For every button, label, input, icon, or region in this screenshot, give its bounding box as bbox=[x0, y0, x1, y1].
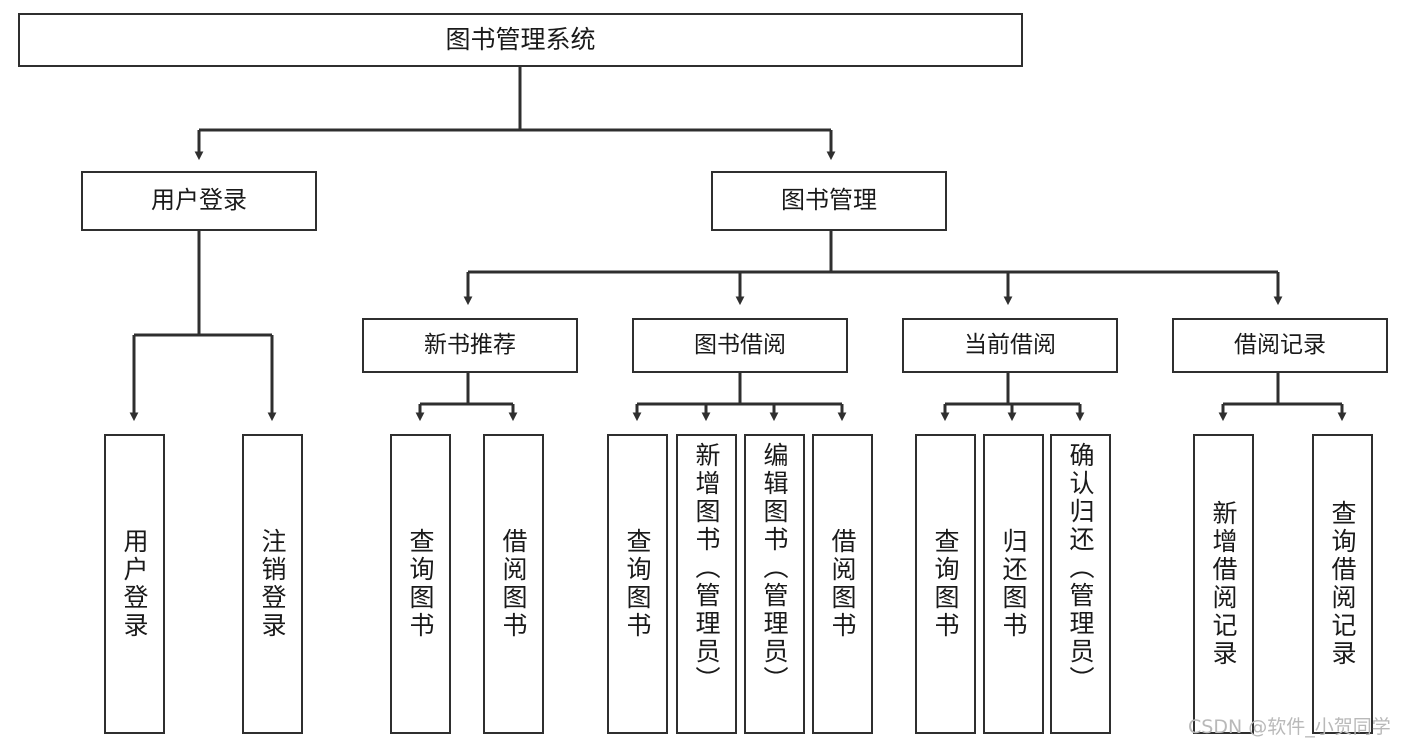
node-label: 新增图书（管理员） bbox=[692, 442, 721, 694]
leaf-query-book-recommend[interactable]: 查询图书 bbox=[390, 434, 451, 734]
node-label: 查询图书 bbox=[931, 528, 960, 640]
node-current-borrow[interactable]: 当前借阅 bbox=[902, 318, 1118, 373]
leaf-borrow-book-recommend[interactable]: 借阅图书 bbox=[483, 434, 544, 734]
node-label: 查询图书 bbox=[623, 528, 652, 640]
leaf-add-borrow-record[interactable]: 新增借阅记录 bbox=[1193, 434, 1254, 734]
node-borrow-record[interactable]: 借阅记录 bbox=[1172, 318, 1388, 373]
node-label: 用户登录 bbox=[120, 528, 149, 640]
node-label: 借阅记录 bbox=[1234, 332, 1326, 359]
node-label: 确认归还（管理员） bbox=[1066, 442, 1095, 694]
leaf-query-book-current[interactable]: 查询图书 bbox=[915, 434, 976, 734]
node-label: 新增借阅记录 bbox=[1209, 500, 1238, 668]
leaf-query-book-borrow[interactable]: 查询图书 bbox=[607, 434, 668, 734]
node-label: 查询借阅记录 bbox=[1328, 500, 1357, 668]
leaf-add-book-admin[interactable]: 新增图书（管理员） bbox=[676, 434, 737, 734]
node-label: 图书管理 bbox=[781, 186, 877, 215]
node-label: 编辑图书（管理员） bbox=[760, 442, 789, 694]
node-label: 图书管理系统 bbox=[445, 24, 596, 54]
node-label: 新书推荐 bbox=[424, 332, 516, 359]
leaf-borrow-book[interactable]: 借阅图书 bbox=[812, 434, 873, 734]
node-label: 查询图书 bbox=[406, 528, 435, 640]
node-user-login[interactable]: 用户登录 bbox=[81, 171, 317, 231]
leaf-query-borrow-record[interactable]: 查询借阅记录 bbox=[1312, 434, 1373, 734]
node-label: 图书借阅 bbox=[694, 332, 786, 359]
leaf-confirm-return-admin[interactable]: 确认归还（管理员） bbox=[1050, 434, 1111, 734]
node-label: 注销登录 bbox=[258, 528, 287, 640]
node-book-borrow[interactable]: 图书借阅 bbox=[632, 318, 848, 373]
leaf-edit-book-admin[interactable]: 编辑图书（管理员） bbox=[744, 434, 805, 734]
node-book-management-system[interactable]: 图书管理系统 bbox=[18, 13, 1023, 67]
node-book-management[interactable]: 图书管理 bbox=[711, 171, 947, 231]
leaf-user-login[interactable]: 用户登录 bbox=[104, 434, 165, 734]
node-label: 归还图书 bbox=[999, 528, 1028, 640]
node-label: 当前借阅 bbox=[964, 332, 1056, 359]
node-label: 借阅图书 bbox=[828, 528, 857, 640]
node-new-book-recommend[interactable]: 新书推荐 bbox=[362, 318, 578, 373]
node-label: 借阅图书 bbox=[499, 528, 528, 640]
node-label: 用户登录 bbox=[151, 186, 247, 215]
leaf-return-book[interactable]: 归还图书 bbox=[983, 434, 1044, 734]
leaf-logout-login[interactable]: 注销登录 bbox=[242, 434, 303, 734]
